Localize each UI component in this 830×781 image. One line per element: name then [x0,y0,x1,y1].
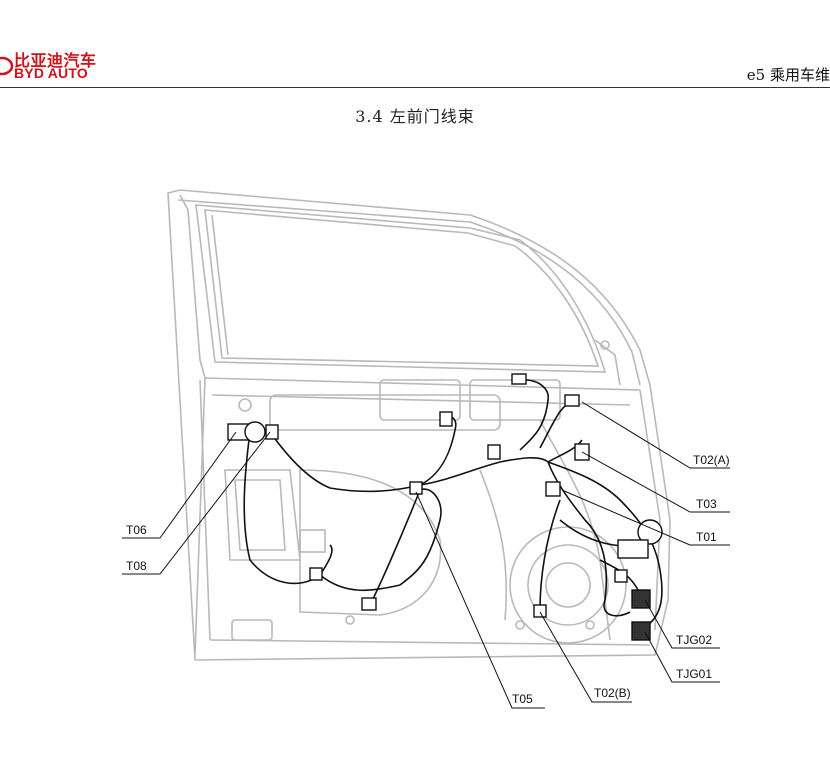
grommet-boot [617,539,649,559]
header-divider [0,87,830,88]
connector-aux-3 [361,597,377,611]
connector-t01-body [545,481,561,497]
connector-aux-5 [511,373,527,385]
connector-tjg01 [631,621,651,641]
connectors [227,373,663,641]
callout-t06: T06 [126,523,147,537]
callout-tjg01: TJG01 [676,667,712,681]
connector-aux-1 [439,411,453,427]
brand-name-cn: 比亚迪汽车 [14,51,97,70]
leader-lines [122,401,730,709]
document-title: e5 乘用车维 [746,66,830,84]
callout-t05: T05 [512,692,533,706]
connector-t05 [409,481,423,495]
door-outline [167,189,671,661]
connector-aux-4 [309,567,323,581]
callout-t08: T08 [126,559,147,573]
callout-t01: T01 [696,530,717,544]
callout-tjg02: TJG02 [676,633,712,647]
wiring-harness [243,379,663,626]
grommet-t01 [637,519,663,545]
callout-t03: T03 [696,497,717,511]
byd-logo-icon [0,56,14,76]
connector-tjg02 [631,589,651,609]
callout-t02b: T02(B) [594,686,631,700]
section-title: 3.4 左前门线束 [355,107,475,126]
brand-name-en: BYD AUTO [14,65,88,81]
connector-t02a [564,394,580,407]
connector-t02b [533,604,547,618]
connector-aux-6 [614,569,628,583]
connector-aux-2 [487,444,501,460]
callout-t02a: T02(A) [693,453,730,467]
grommet-t06 [244,421,266,443]
connector-t08 [265,424,279,440]
